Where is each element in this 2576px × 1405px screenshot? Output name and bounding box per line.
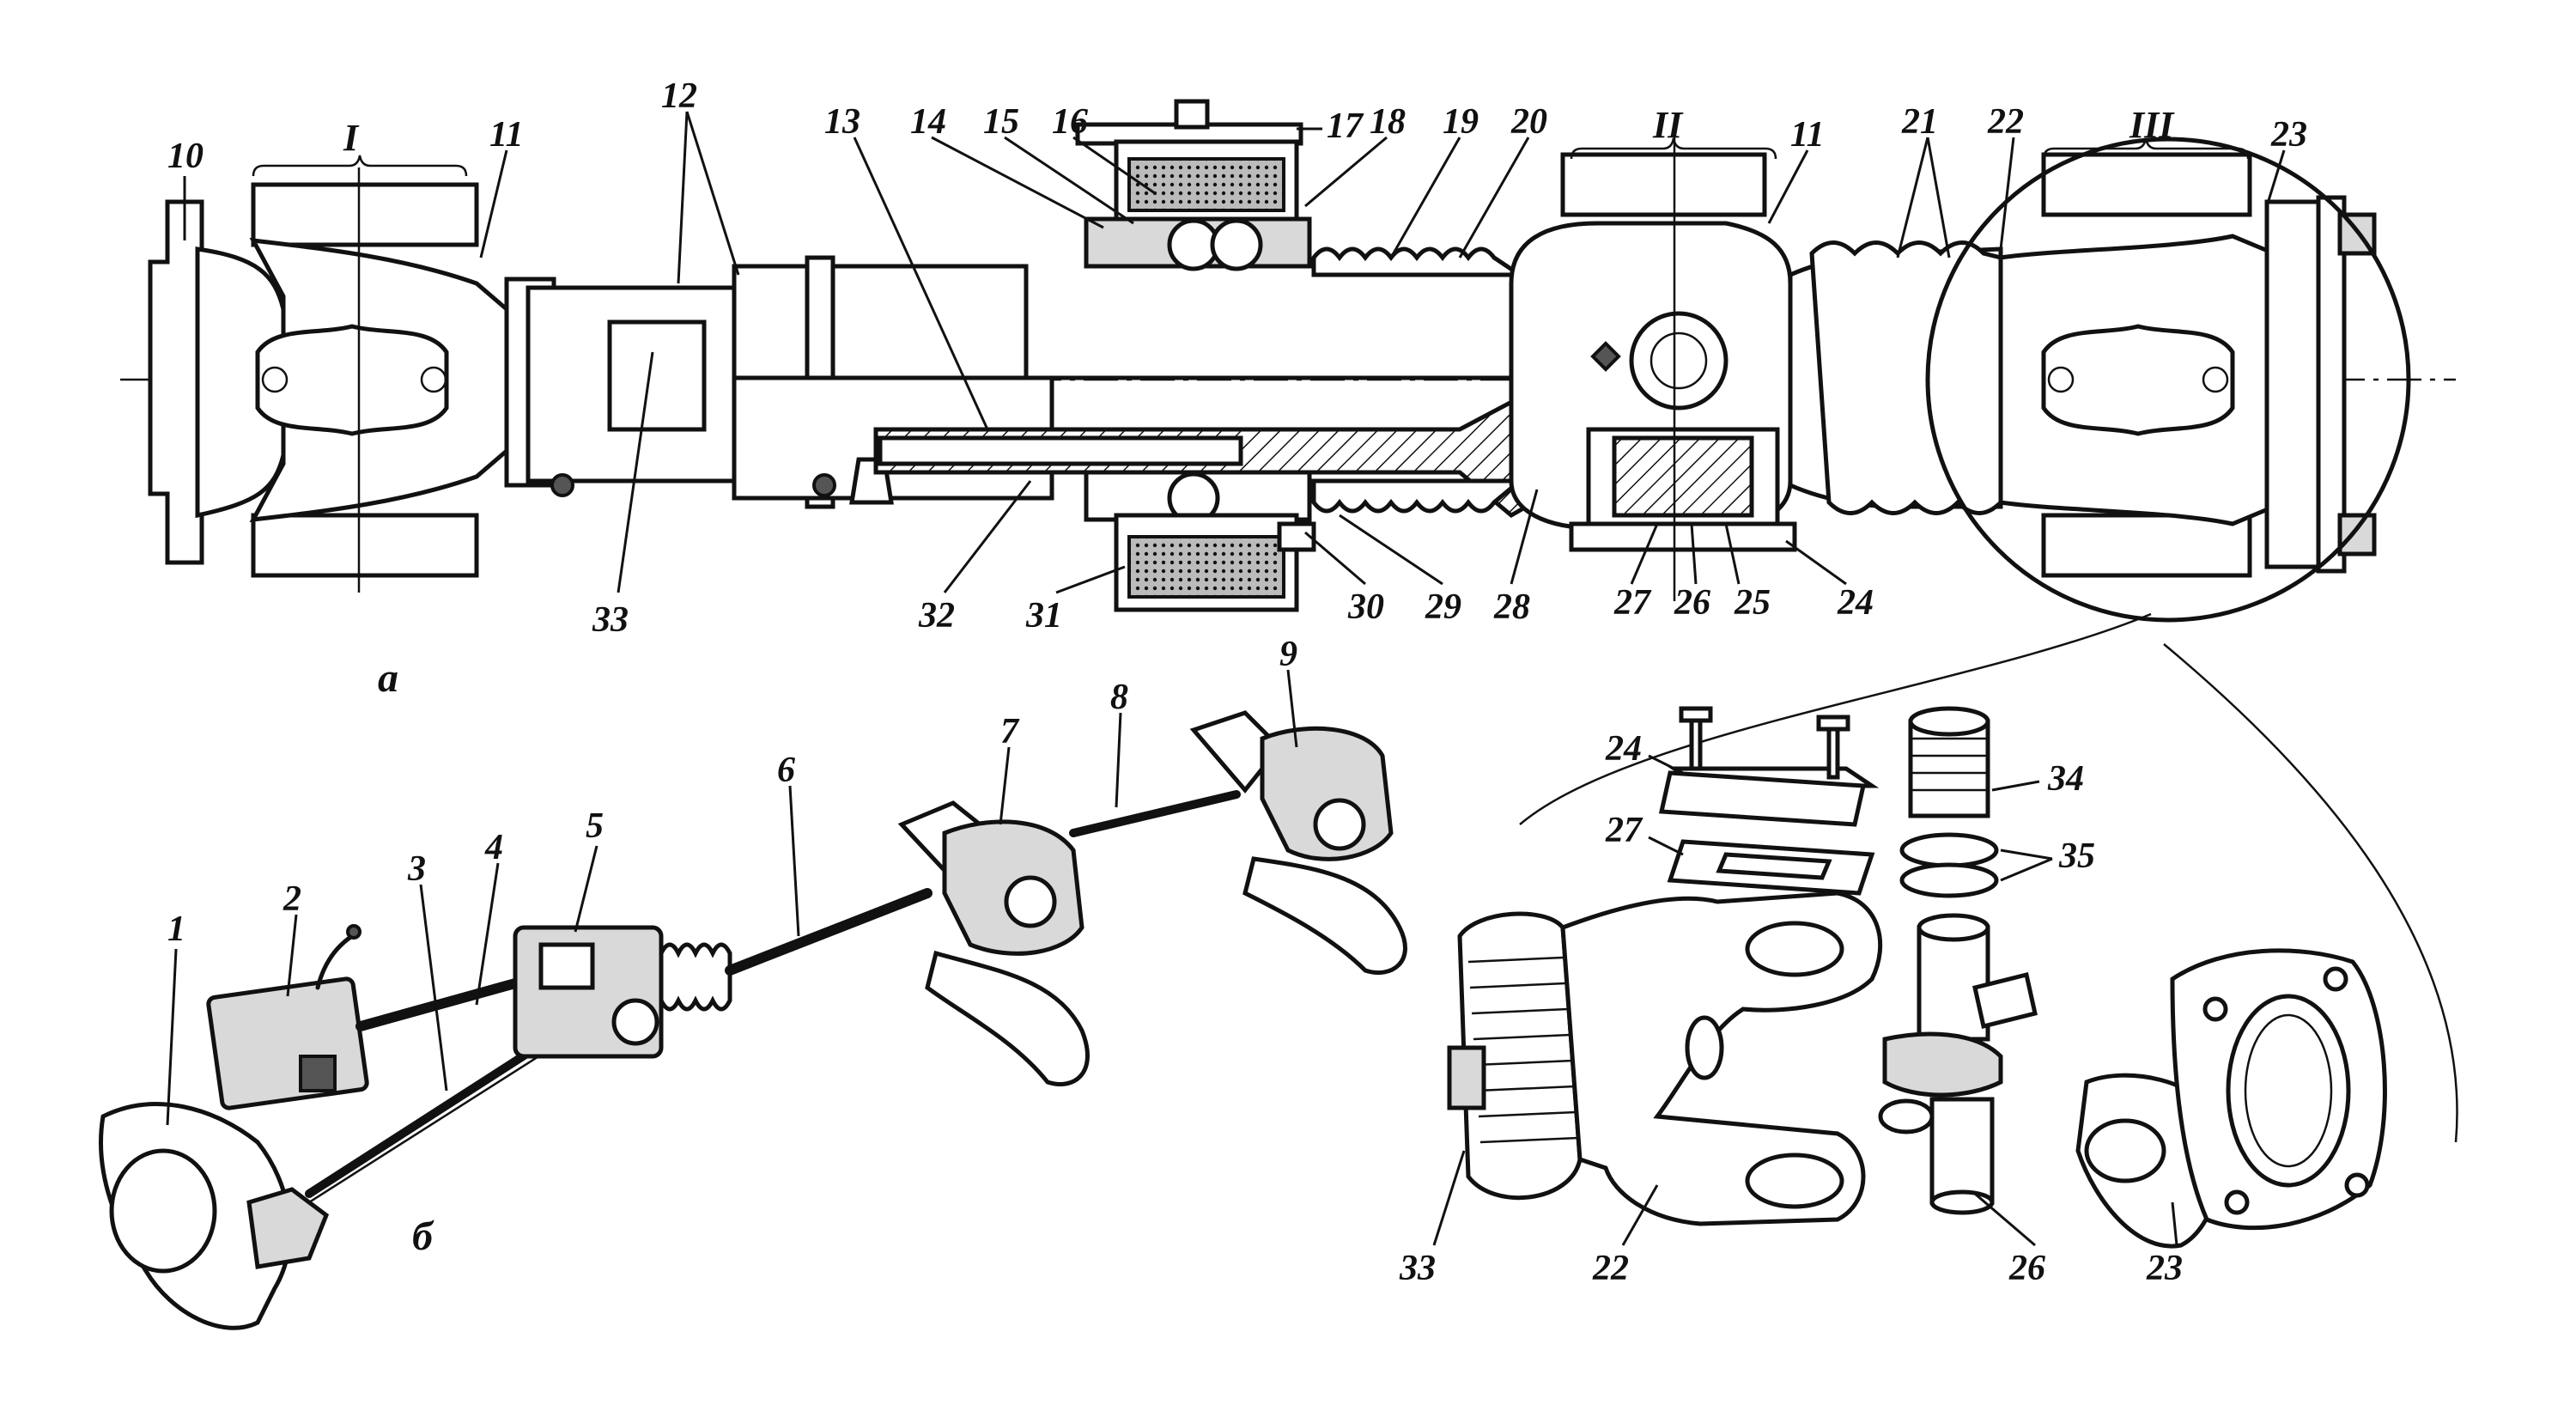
yoke-section-II (1509, 137, 1797, 601)
callout-6: 6 (777, 751, 795, 790)
yoke-section-III (1925, 137, 2411, 623)
callout-8: 8 (1110, 678, 1128, 717)
detail-callout-26: 26 (2008, 1249, 2045, 1288)
callout-5: 5 (586, 806, 604, 846)
callout-16: 16 (1052, 102, 1088, 142)
callout-15: 15 (983, 102, 1019, 142)
detail-callout-23: 23 (2146, 1249, 2183, 1288)
callout-11-right: 11 (1790, 115, 1825, 155)
intermediate-support (1075, 99, 1316, 612)
panel-b-label: б (412, 1213, 434, 1259)
detail-callout-34: 34 (2047, 759, 2084, 799)
callout-12: 12 (661, 76, 697, 116)
callout-27: 27 (1613, 583, 1652, 623)
callout-21: 21 (1901, 102, 1938, 142)
leader-lines-a (183, 111, 2286, 594)
exploded-detail-view: 24 27 34 35 33 22 26 23 (1399, 612, 2458, 1288)
callout-23: 23 (2270, 115, 2307, 155)
callout-1: 1 (167, 909, 185, 949)
detail-callout-24: 24 (1605, 729, 1642, 769)
callout-11: 11 (489, 115, 524, 155)
callout-26: 26 (1674, 583, 1710, 623)
detail-callout-33: 33 (1399, 1249, 1436, 1288)
detail-callout-35: 35 (2058, 836, 2095, 876)
callout-14: 14 (910, 102, 946, 142)
section-label-III: III (2129, 104, 2175, 146)
section-label-II: II (1652, 104, 1684, 146)
callout-28: 28 (1493, 587, 1530, 627)
callout-13: 13 (824, 102, 860, 142)
callout-24: 24 (1837, 583, 1874, 623)
callout-2: 2 (283, 879, 301, 919)
detail-callout-22: 22 (1592, 1249, 1629, 1288)
callout-7: 7 (1000, 712, 1020, 751)
panel-b-drivetrain: 1 2 3 4 5 6 7 8 9 б (99, 635, 1407, 1330)
section-label-I: I (343, 117, 360, 159)
callout-17: 17 (1327, 106, 1364, 146)
callout-29: 29 (1425, 587, 1461, 627)
callout-18: 18 (1370, 102, 1406, 142)
callout-33: 33 (592, 600, 629, 640)
callout-22: 22 (1987, 102, 2024, 142)
callout-31: 31 (1025, 596, 1062, 636)
callout-3: 3 (407, 849, 426, 889)
yoke-section-I (249, 167, 509, 593)
callout-20: 20 (1510, 102, 1547, 142)
panel-a-cross-section: 10 I 11 12 13 14 15 16 17 18 19 20 II 11… (120, 76, 2456, 701)
callout-25: 25 (1734, 583, 1771, 623)
callout-4: 4 (484, 828, 503, 867)
panel-a-label: а (378, 655, 398, 701)
callout-19: 19 (1443, 102, 1479, 142)
detail-callout-27: 27 (1605, 811, 1643, 850)
callout-9: 9 (1279, 635, 1297, 674)
callout-30: 30 (1347, 587, 1384, 627)
callout-32: 32 (918, 596, 955, 636)
callout-10: 10 (167, 137, 204, 176)
